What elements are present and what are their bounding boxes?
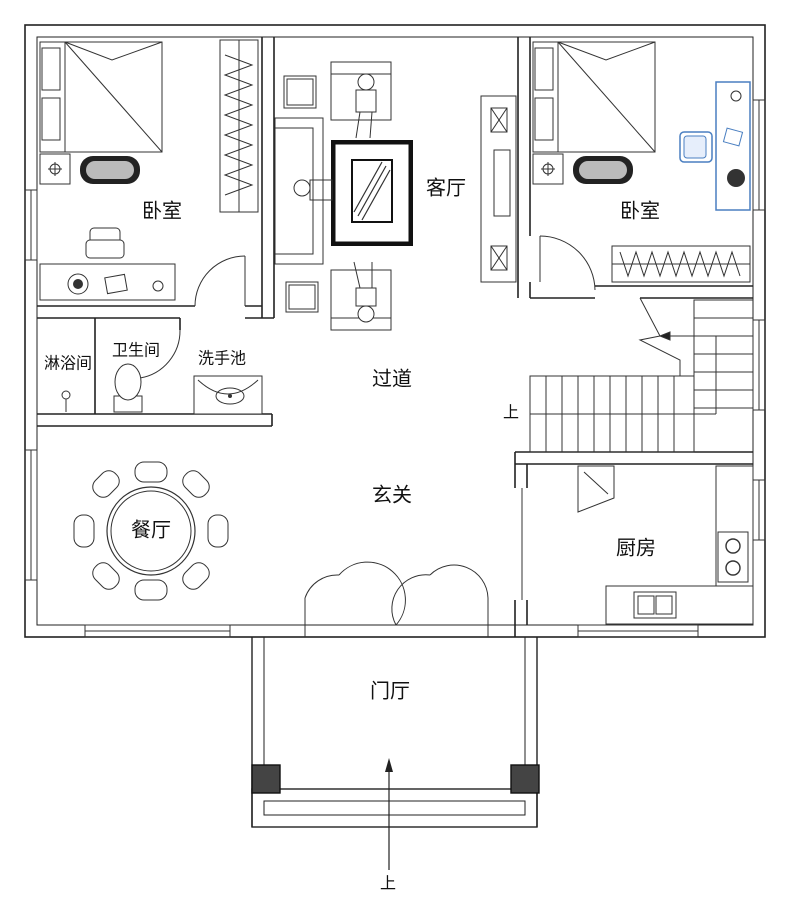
right-bedroom-furniture xyxy=(532,41,751,283)
label-porch: 门厅 xyxy=(370,679,410,703)
label-bedroom-right: 卧室 xyxy=(620,199,660,223)
windows xyxy=(24,99,766,638)
dining-furniture xyxy=(73,461,229,601)
label-entrance-hall: 玄关 xyxy=(372,483,412,507)
porch-column-right xyxy=(510,764,540,794)
porch-column-left xyxy=(251,764,281,794)
porch xyxy=(251,637,540,870)
label-stairs-up: 上 xyxy=(503,403,519,422)
label-dining-room: 餐厅 xyxy=(131,518,171,542)
label-entry-up: 上 xyxy=(380,874,396,893)
label-corridor: 过道 xyxy=(372,367,412,391)
doors xyxy=(139,235,596,637)
label-shower: 淋浴间 xyxy=(44,354,92,373)
label-washbasin: 洗手池 xyxy=(198,349,246,368)
label-living-room: 客厅 xyxy=(426,176,466,200)
interior-walls xyxy=(37,37,753,637)
kitchen-fixtures xyxy=(577,465,754,625)
label-toilet: 卫生间 xyxy=(112,341,160,360)
stairs xyxy=(529,297,753,453)
bathroom-fixtures xyxy=(61,363,263,415)
label-kitchen: 厨房 xyxy=(616,536,656,560)
living-room-furniture xyxy=(274,61,517,331)
left-bedroom-furniture xyxy=(39,39,259,301)
label-bedroom-left: 卧室 xyxy=(142,199,182,223)
